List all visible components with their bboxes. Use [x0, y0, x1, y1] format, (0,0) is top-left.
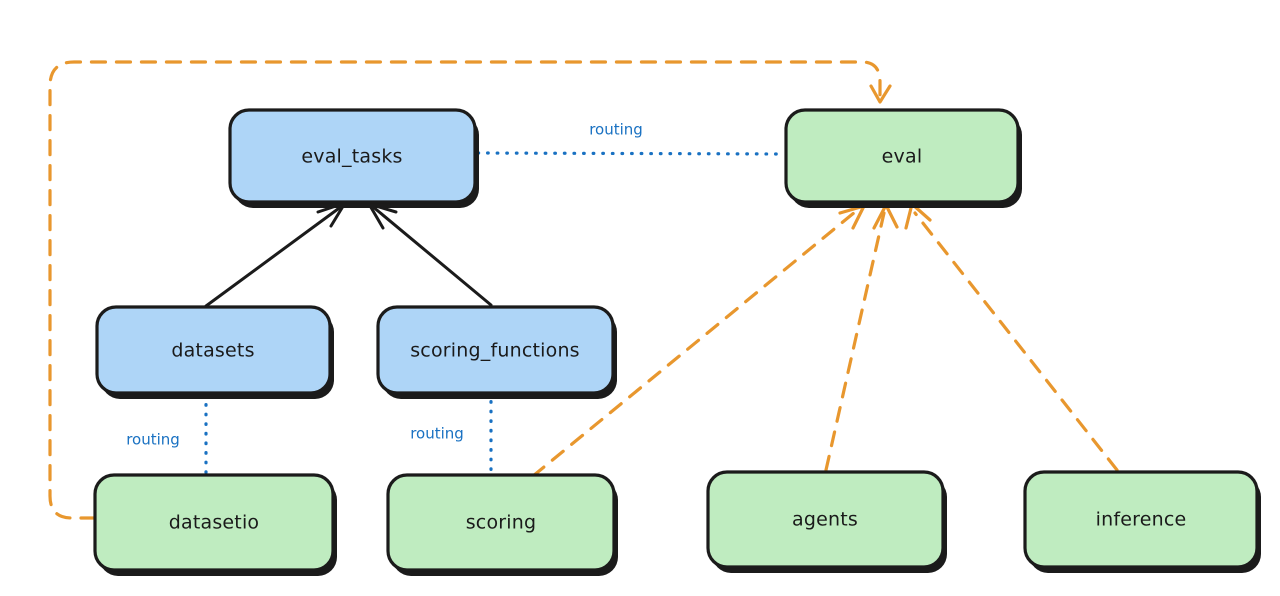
node-agents-label: agents: [792, 509, 858, 531]
node-scoring-label: scoring: [466, 512, 537, 534]
node-datasets[interactable]: datasets: [95, 305, 334, 399]
node-eval_tasks[interactable]: eval_tasks: [228, 108, 479, 208]
node-agents[interactable]: agents: [706, 470, 947, 573]
node-eval-body: [784, 108, 1020, 204]
node-agents-body: [706, 470, 945, 569]
node-datasets-body: [95, 305, 332, 395]
node-eval_tasks-label: eval_tasks: [301, 146, 402, 168]
edge-agents-to-eval: [824, 203, 899, 472]
node-scoring_functions[interactable]: scoring_functions: [376, 305, 617, 399]
node-scoring-body: [386, 473, 616, 572]
node-inference[interactable]: inference: [1023, 470, 1261, 573]
node-scoring_functions-label: scoring_functions: [410, 340, 580, 362]
edge-label-routing-eval_tasks-eval: routing: [589, 121, 643, 139]
node-inference-label: inference: [1096, 509, 1187, 531]
edge-scoringfn-to-eval_tasks: [367, 202, 493, 307]
edge-eval_tasks-to-eval: [476, 151, 786, 156]
node-datasetio[interactable]: datasetio: [93, 473, 337, 576]
edge-label-routing-datasets-datasetio: routing: [126, 431, 180, 449]
node-datasets-label: datasets: [171, 340, 254, 362]
node-datasetio-body: [93, 473, 335, 572]
node-scoring_functions-body: [376, 305, 615, 395]
node-inference-body: [1023, 470, 1259, 569]
edge-datasets-to-eval_tasks: [204, 201, 347, 308]
node-eval-label: eval: [882, 146, 923, 168]
node-datasetio-label: datasetio: [169, 512, 260, 534]
edge-label-layer: routing routing routing: [126, 121, 643, 449]
node-eval[interactable]: eval: [784, 108, 1022, 208]
edge-inference-to-eval: [904, 202, 1119, 472]
node-eval_tasks-body: [228, 108, 477, 204]
node-scoring[interactable]: scoring: [386, 473, 618, 576]
edge-datasetio-to-eval: [48, 60, 892, 520]
edge-label-routing-scoringfn-scoring: routing: [410, 425, 464, 443]
edge-layer: [48, 60, 1119, 520]
